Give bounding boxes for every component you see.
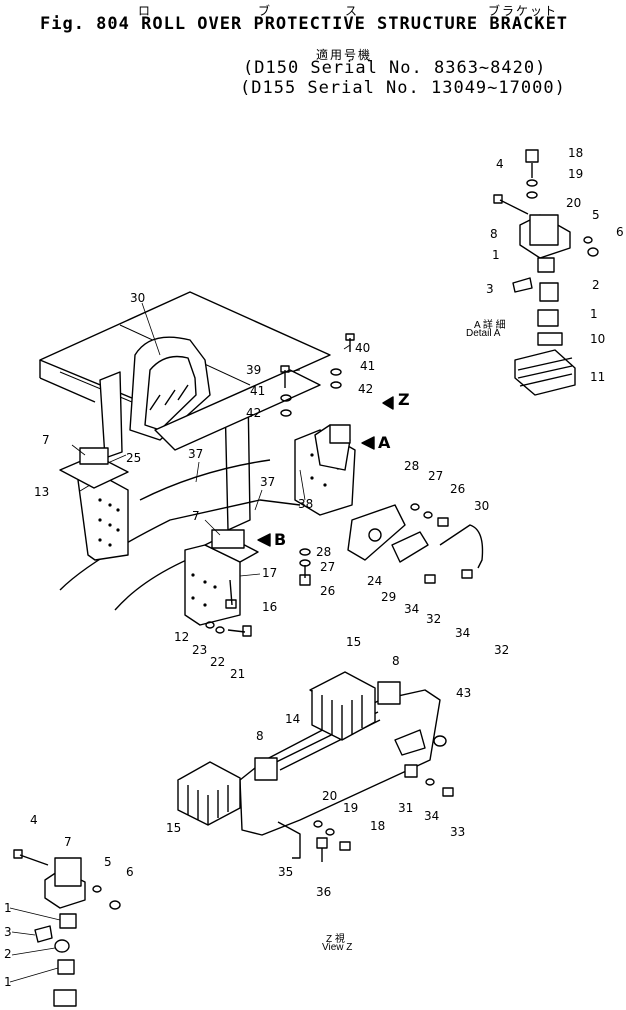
callout-detail-a-3: 3 bbox=[486, 282, 494, 296]
callout-detail-a-5: 5 bbox=[592, 208, 600, 222]
callout-main-28: 28 bbox=[404, 459, 419, 473]
applicability-label: 適用号機 bbox=[316, 48, 373, 62]
callout-main-27: 27 bbox=[320, 560, 335, 574]
callout-bottom-left-3: 3 bbox=[4, 925, 12, 939]
callout-bottom-left-1: 1 bbox=[4, 901, 12, 915]
gasket-29 bbox=[391, 531, 429, 563]
callout-view-z-15: 15 bbox=[346, 635, 361, 649]
clamp-30 bbox=[439, 524, 484, 569]
callout-view-z-34: 34 bbox=[424, 809, 439, 823]
callout-main-32: 32 bbox=[494, 643, 509, 657]
title-kana-0: ロ bbox=[138, 4, 153, 18]
cover-plate-24 bbox=[347, 504, 406, 561]
detail-a-block-1 bbox=[537, 257, 555, 273]
mount-15-lower bbox=[177, 761, 241, 826]
callout-detail-a-1: 1 bbox=[590, 307, 598, 321]
callout-view-z-33: 33 bbox=[450, 825, 465, 839]
callout-view-z-35: 35 bbox=[278, 865, 293, 879]
callout-detail-a-4: 4 bbox=[496, 157, 504, 171]
cross-beam bbox=[154, 369, 321, 451]
callout-view-z-19: 19 bbox=[343, 801, 358, 815]
callout-main-25: 25 bbox=[126, 451, 141, 465]
callout-view-z-31: 31 bbox=[398, 801, 413, 815]
callout-main-28: 28 bbox=[316, 545, 331, 559]
callout-main-7: 7 bbox=[42, 433, 50, 447]
view-z-label: View Z bbox=[322, 942, 353, 953]
callout-main-16: 16 bbox=[262, 600, 277, 614]
title-kana-3: ブラケット bbox=[488, 4, 559, 18]
title-kana-1: ブ bbox=[258, 4, 273, 18]
detail-a-label-jp: A 詳 細 bbox=[474, 320, 506, 331]
title-kana-2: ス bbox=[345, 4, 360, 18]
callout-main-37: 37 bbox=[188, 447, 203, 461]
callout-main-37: 37 bbox=[260, 475, 275, 489]
callout-detail-a-18: 18 bbox=[568, 146, 583, 160]
callout-detail-a-10: 10 bbox=[590, 332, 605, 346]
callout-main-24: 24 bbox=[367, 574, 382, 588]
callout-main-22: 22 bbox=[210, 655, 225, 669]
callout-view-z-18: 18 bbox=[370, 819, 385, 833]
callout-main-13: 13 bbox=[34, 485, 49, 499]
callout-detail-a-8: 8 bbox=[490, 227, 498, 241]
callout-detail-a-2: 2 bbox=[592, 278, 600, 292]
callout-bottom-left-2: 2 bbox=[4, 947, 12, 961]
detail-a-label: Detail A bbox=[466, 328, 501, 339]
callout-detail-a-1: 1 bbox=[492, 248, 500, 262]
callout-main-30: 30 bbox=[474, 499, 489, 513]
serial-range-d150: (D150 Serial No. 8363~8420) bbox=[243, 58, 547, 78]
bracket-plate-13 bbox=[77, 471, 129, 561]
callout-view-z-20: 20 bbox=[322, 789, 337, 803]
callout-main-23: 23 bbox=[192, 643, 207, 657]
arrow-z bbox=[382, 396, 394, 410]
callout-main-27: 27 bbox=[428, 469, 443, 483]
callout-main-40: 40 bbox=[355, 341, 370, 355]
callout-main-42: 42 bbox=[246, 406, 261, 420]
callout-detail-a-20: 20 bbox=[566, 196, 581, 210]
callout-bottom-left-6: 6 bbox=[126, 865, 134, 879]
figure-title: Fig. 804 ROLL OVER PROTECTIVE STRUCTURE … bbox=[40, 14, 569, 34]
callout-view-z-43: 43 bbox=[456, 686, 471, 700]
callout-bottom-left-7: 7 bbox=[64, 835, 72, 849]
callout-bottom-left-5: 5 bbox=[104, 855, 112, 869]
callout-main-41: 41 bbox=[250, 384, 265, 398]
callout-main-7: 7 bbox=[192, 509, 200, 523]
arrow-b bbox=[257, 533, 271, 547]
view-arrow-label-a: A bbox=[378, 433, 391, 452]
callout-main-12: 12 bbox=[174, 630, 189, 644]
view-z-label-jp: Z 視 bbox=[326, 934, 345, 945]
callout-main-34: 34 bbox=[455, 626, 470, 640]
callout-main-30: 30 bbox=[130, 291, 145, 305]
callout-main-32: 32 bbox=[426, 612, 441, 626]
callout-main-38: 38 bbox=[298, 497, 313, 511]
view-arrow-label-z: Z bbox=[398, 390, 410, 409]
mount-15-upper bbox=[309, 671, 376, 741]
arrow-a bbox=[361, 436, 375, 450]
callout-main-26: 26 bbox=[320, 584, 335, 598]
callout-main-21: 21 bbox=[230, 667, 245, 681]
callout-bottom-left-4: 4 bbox=[30, 813, 38, 827]
callout-main-41: 41 bbox=[360, 359, 375, 373]
callout-view-z-14: 14 bbox=[285, 712, 300, 726]
callout-bottom-left-1: 1 bbox=[4, 975, 12, 989]
callout-main-26: 26 bbox=[450, 482, 465, 496]
callout-detail-a-19: 19 bbox=[568, 167, 583, 181]
callout-main-42: 42 bbox=[358, 382, 373, 396]
callout-main-39: 39 bbox=[246, 363, 261, 377]
serial-range-d155: (D155 Serial No. 13049~17000) bbox=[240, 78, 566, 98]
callout-main-29: 29 bbox=[381, 590, 396, 604]
view-arrow-label-b: B bbox=[274, 530, 286, 549]
rops-post-left bbox=[99, 371, 123, 459]
callout-detail-a-6: 6 bbox=[616, 225, 624, 239]
callout-detail-a-11: 11 bbox=[590, 370, 605, 384]
callout-view-z-8: 8 bbox=[256, 729, 264, 743]
callout-main-34: 34 bbox=[404, 602, 419, 616]
callout-main-17: 17 bbox=[262, 566, 277, 580]
callout-view-z-36: 36 bbox=[316, 885, 331, 899]
callout-view-z-15: 15 bbox=[166, 821, 181, 835]
callout-view-z-8: 8 bbox=[392, 654, 400, 668]
